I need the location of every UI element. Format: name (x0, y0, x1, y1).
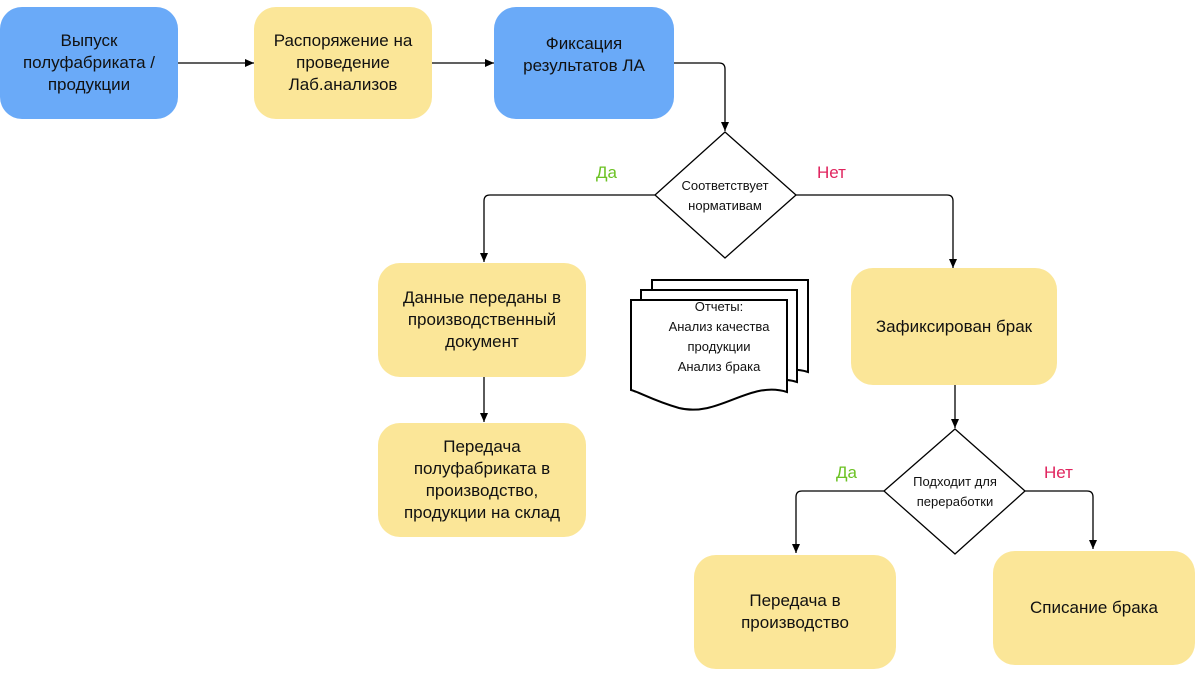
process-release: Выпуск полуфабриката / продукции (0, 7, 178, 119)
arrow-recycle-yes (792, 490, 884, 553)
recycle-no-label: Нет (1044, 463, 1073, 482)
norms-yes-label: Да (596, 163, 617, 182)
arrow-fix-to-decision (674, 62, 729, 131)
recycle-yes-label: Да (836, 463, 857, 482)
process-lab-order: Распоряжение на проведение Лаб.анализов (254, 7, 432, 119)
process-write-off-defect: Списание брака (993, 551, 1195, 665)
norms-no-label: Нет (817, 163, 846, 182)
arrow-decision-no (796, 194, 957, 268)
process-fix-results: Фиксация результатов ЛА (494, 7, 674, 119)
process-defect-fixed: Зафиксирован брак (851, 268, 1057, 385)
reports-label: Отчеты: Анализ качества продукции Анализ… (668, 299, 770, 374)
decision-norms-label: Соответствует нормативам (681, 178, 769, 213)
arrow-decision-yes (480, 194, 655, 262)
process-data-transferred: Данные переданы в производственный докум… (378, 263, 586, 377)
reports-document-icon (630, 279, 809, 411)
process-transfer-to-production: Передача в производство (694, 555, 896, 669)
process-transfer-semi-product: Передача полуфабриката в производство, п… (378, 423, 586, 537)
decision-recycle-shape (883, 428, 1026, 555)
decision-norms-shape (654, 131, 797, 259)
arrow-recycle-no (1025, 490, 1097, 549)
decision-recycle-label: Подходит для переработки (913, 474, 997, 509)
